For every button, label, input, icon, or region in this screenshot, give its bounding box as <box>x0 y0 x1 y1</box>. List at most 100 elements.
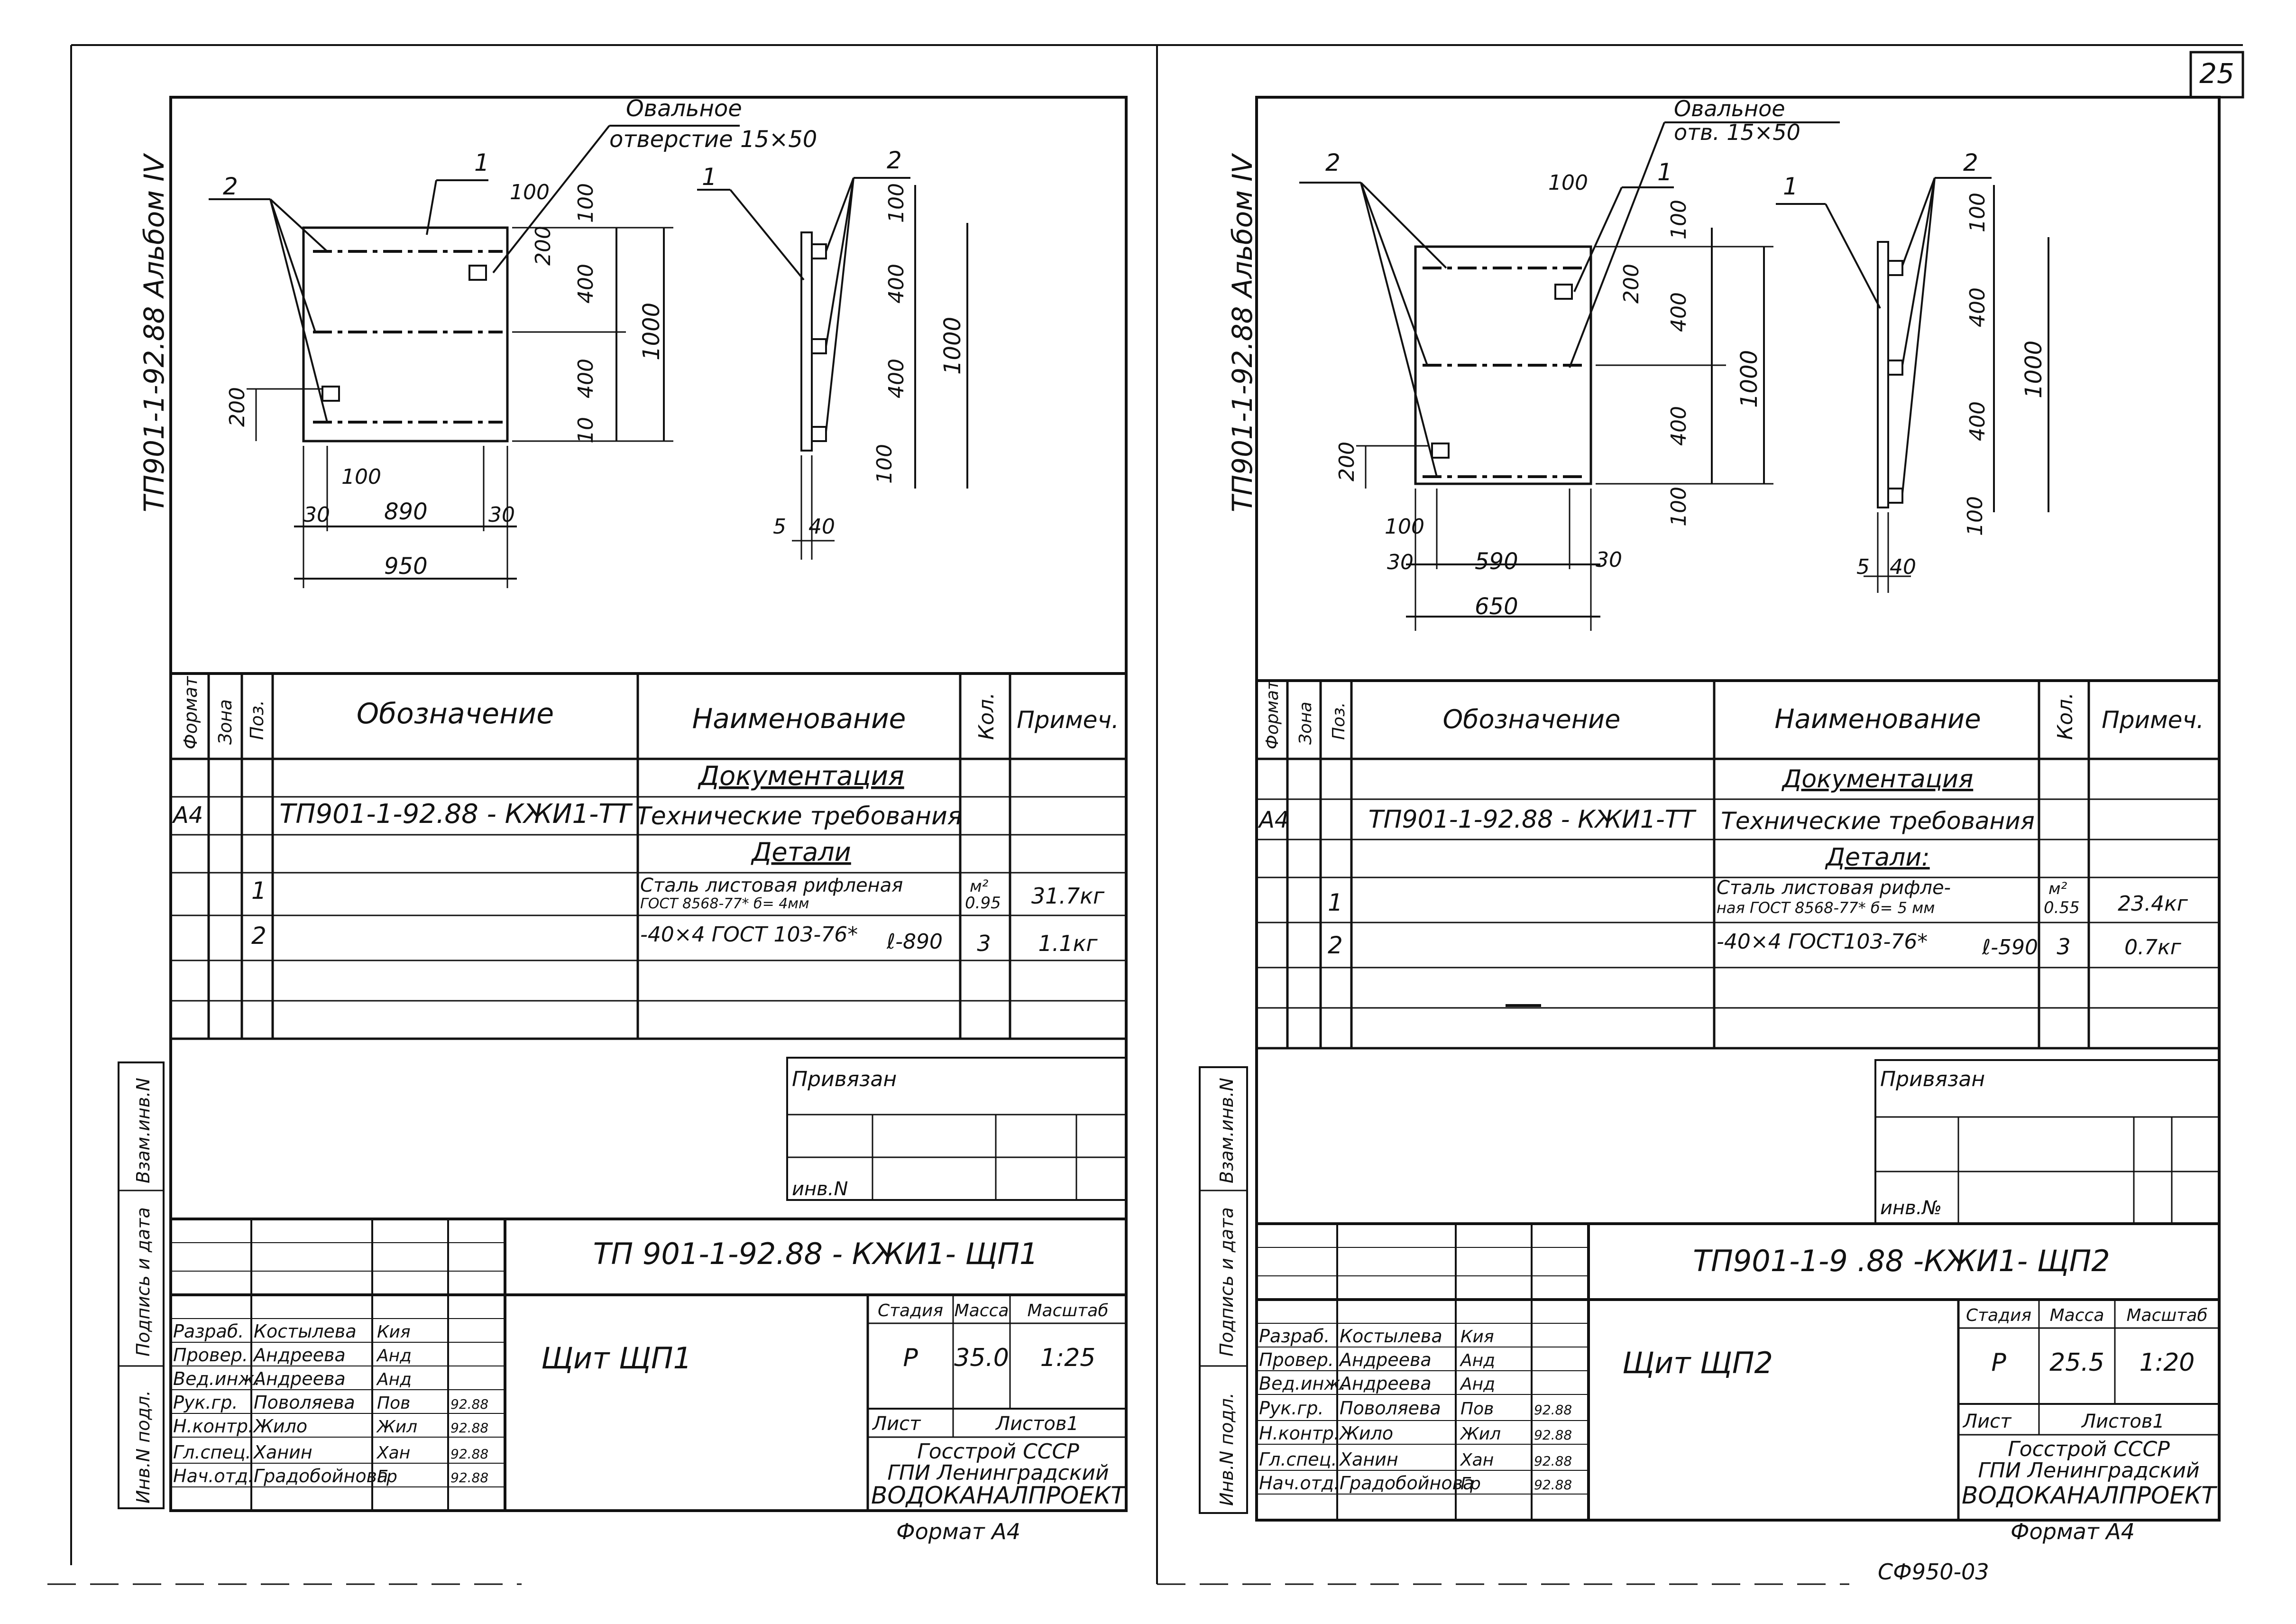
svg-text:2: 2 <box>887 147 902 174</box>
svg-text:ℓ-890: ℓ-890 <box>886 930 943 954</box>
svg-text:100: 100 <box>341 465 381 489</box>
svg-text:Поз.: Поз. <box>1329 702 1349 740</box>
svg-text:5: 5 <box>773 515 786 539</box>
sheet-title: Щит ЩП1 <box>541 1341 692 1375</box>
svg-text:25.5: 25.5 <box>2049 1348 2104 1377</box>
svg-text:0.7кг: 0.7кг <box>2124 935 2182 960</box>
svg-text:0.55: 0.55 <box>2044 898 2080 917</box>
svg-text:Взам.инв.N: Взам.инв.N <box>1216 1078 1237 1183</box>
svg-text:Анд: Анд <box>376 1346 412 1366</box>
svg-text:890: 890 <box>384 498 428 525</box>
side-strip: Взам.инв.N Подпись и дата Инв.N подл. <box>118 1061 165 1509</box>
svg-text:Обозначение: Обозначение <box>357 697 554 730</box>
svg-text:Стадия: Стадия <box>878 1301 943 1320</box>
svg-text:Масса: Масса <box>2050 1306 2104 1325</box>
svg-text:1: 1 <box>702 163 717 191</box>
svg-text:2: 2 <box>1963 149 1978 176</box>
spec-table: Формат Зона Поз. Обозначение Наименовани… <box>171 674 1126 1040</box>
svg-text:А4: А4 <box>172 802 203 829</box>
svg-text:950: 950 <box>384 553 428 580</box>
svg-text:92.88: 92.88 <box>1534 1427 1572 1443</box>
svg-text:5: 5 <box>1856 555 1870 579</box>
svg-text:400: 400 <box>884 264 909 304</box>
svg-text:1000: 1000 <box>1736 350 1763 408</box>
svg-text:2: 2 <box>1325 149 1341 176</box>
svg-text:400: 400 <box>574 359 598 398</box>
svg-text:Наименование: Наименование <box>1774 704 1981 735</box>
svg-text:92.88: 92.88 <box>450 1396 488 1412</box>
svg-text:Листов1: Листов1 <box>995 1413 1079 1435</box>
svg-text:-40×4 ГОСТ 103-76*: -40×4 ГОСТ 103-76* <box>640 923 858 947</box>
svg-text:Нач.отд.: Нач.отд. <box>1259 1473 1340 1494</box>
svg-text:100: 100 <box>1965 193 1990 232</box>
svg-text:23.4кг: 23.4кг <box>2118 892 2188 916</box>
svg-text:400: 400 <box>1667 292 1691 332</box>
svg-text:Жил: Жил <box>1460 1424 1501 1444</box>
svg-text:Овальное: Овальное <box>1674 96 1785 121</box>
sheet-1: ТП901-1-92.88 Альбом IV 2 1 Оваль <box>118 95 1128 1544</box>
sheet-frame <box>169 96 1128 1512</box>
svg-text:40: 40 <box>808 515 835 539</box>
svg-text:1: 1 <box>1328 889 1343 916</box>
svg-text:100: 100 <box>1385 515 1424 539</box>
svg-text:Н.контр.: Н.контр. <box>1259 1423 1340 1444</box>
svg-text:Привязан: Привязан <box>792 1067 897 1091</box>
svg-text:отв. 15×50: отв. 15×50 <box>1674 120 1800 145</box>
svg-text:ТП901-1-92.88 - КЖИ1-ТТ: ТП901-1-92.88 - КЖИ1-ТТ <box>279 799 633 830</box>
svg-text:Рук.гр.: Рук.гр. <box>1259 1398 1324 1419</box>
svg-text:30: 30 <box>1596 548 1622 572</box>
svg-text:1.1кг: 1.1кг <box>1038 931 1098 956</box>
svg-text:Подпись и дата: Подпись и дата <box>133 1207 154 1356</box>
svg-text:Рук.гр.: Рук.гр. <box>173 1392 238 1413</box>
callout-2: 2 <box>223 173 238 200</box>
steel-plate <box>1414 245 1592 485</box>
svg-text:Поволяева: Поволяева <box>1340 1398 1441 1419</box>
svg-text:Анд: Анд <box>376 1370 412 1389</box>
svg-text:30: 30 <box>1387 550 1414 574</box>
svg-text:Лист: Лист <box>1962 1411 2012 1432</box>
side-view-plate <box>800 231 813 452</box>
svg-text:А4: А4 <box>1258 807 1289 833</box>
svg-text:Р: Р <box>903 1344 918 1372</box>
svg-text:Гр: Гр <box>377 1467 397 1486</box>
svg-text:200: 200 <box>1335 442 1359 481</box>
svg-text:35.0: 35.0 <box>954 1344 1009 1372</box>
svg-text:92.88: 92.88 <box>450 1420 488 1436</box>
svg-text:Лист: Лист <box>872 1413 921 1435</box>
outer-frame <box>70 44 2243 1584</box>
svg-text:Формат: Формат <box>180 675 201 749</box>
svg-text:Провер.: Провер. <box>173 1345 248 1366</box>
svg-text:1: 1 <box>1783 173 1798 200</box>
svg-text:200: 200 <box>1619 264 1644 304</box>
svg-text:Хан: Хан <box>376 1443 410 1463</box>
svg-text:Зона: Зона <box>1296 701 1315 745</box>
svg-text:92.88: 92.88 <box>450 1446 488 1462</box>
svg-text:Инв.N подл.: Инв.N подл. <box>133 1390 154 1504</box>
svg-text:Инв.N подл.: Инв.N подл. <box>1216 1393 1237 1506</box>
title-block: Привязан инв.N ТП 901-1-92.88 - КЖИ1- Щ <box>171 1057 1127 1511</box>
svg-text:Андреева: Андреева <box>252 1345 346 1366</box>
svg-text:92.88: 92.88 <box>1534 1477 1572 1493</box>
svg-text:ГПИ Ленинградский: ГПИ Ленинградский <box>1978 1458 2199 1483</box>
svg-text:Кия: Кия <box>377 1322 411 1342</box>
svg-text:Документация: Документация <box>697 761 904 792</box>
sheet-frame <box>1255 96 2221 1522</box>
svg-text:100: 100 <box>884 183 909 223</box>
svg-text:Костылева: Костылева <box>254 1321 357 1342</box>
svg-text:Пов: Пов <box>377 1393 410 1413</box>
svg-text:Масштаб: Масштаб <box>2126 1306 2207 1325</box>
svg-text:0.95: 0.95 <box>965 894 1001 913</box>
svg-text:1000: 1000 <box>2020 341 2047 398</box>
svg-text:Сталь листовая рифле-: Сталь листовая рифле- <box>1717 877 1951 899</box>
svg-text:Разраб.: Разраб. <box>173 1321 244 1342</box>
svg-text:Стадия: Стадия <box>1966 1306 2031 1325</box>
side-strip: Взам.инв.N Подпись и дата Инв.N подл. <box>1199 1066 1248 1514</box>
hole-note-1: Овальное <box>626 95 742 122</box>
svg-text:Градобойнова: Градобойнова <box>254 1466 388 1486</box>
svg-text:Ханин: Ханин <box>253 1442 312 1463</box>
svg-text:100: 100 <box>1667 487 1691 526</box>
svg-text:3: 3 <box>2057 934 2070 960</box>
svg-text:2: 2 <box>1328 932 1343 959</box>
svg-text:100: 100 <box>510 180 550 204</box>
svg-text:31.7кг: 31.7кг <box>1031 883 1105 909</box>
